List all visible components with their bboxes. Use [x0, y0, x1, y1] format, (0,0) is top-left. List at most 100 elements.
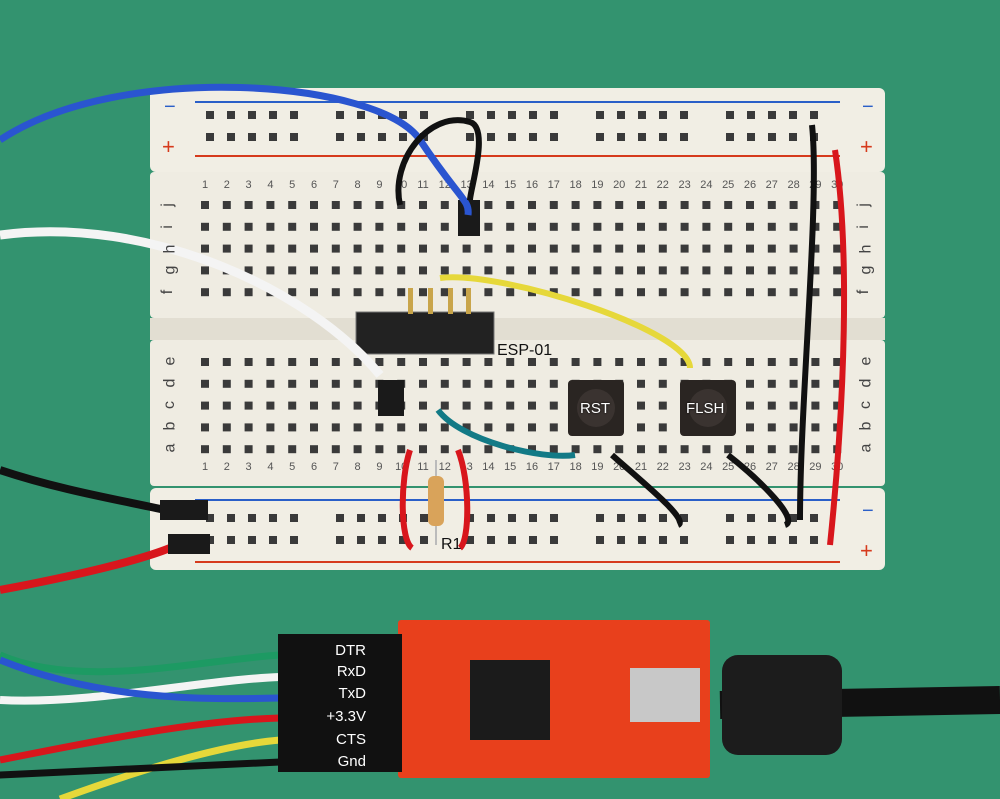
breadboard-hole	[767, 445, 776, 454]
column-number: 2	[224, 461, 230, 473]
breadboard-hole	[206, 514, 214, 522]
breadboard-hole	[680, 536, 688, 544]
breadboard-hole	[549, 201, 558, 209]
breadboard-hole	[331, 201, 340, 209]
breadboard-hole	[222, 379, 231, 388]
breadboard-hole	[615, 358, 624, 366]
breadboard-hole	[746, 358, 754, 366]
column-number: 23	[678, 179, 690, 191]
breadboard-hole	[506, 423, 515, 432]
bottom-power-rail	[150, 488, 885, 570]
breadboard-hole	[789, 423, 798, 432]
breadboard-hole	[637, 288, 645, 297]
breadboard-hole	[222, 244, 231, 253]
pin-rxd: RxD	[336, 663, 366, 680]
breadboard-hole	[397, 266, 406, 275]
pin-3v3: +3.3V	[326, 708, 366, 725]
breadboard-hole	[288, 401, 297, 410]
row-letter: f	[159, 289, 177, 295]
breadboard-hole	[484, 379, 493, 388]
ftdi-header	[278, 634, 402, 772]
breadboard-hole	[227, 111, 235, 119]
breadboard-hole	[571, 358, 580, 366]
breadboard-hole	[353, 423, 362, 432]
breadboard-hole	[789, 401, 798, 410]
breadboard-hole	[529, 111, 537, 119]
breadboard-hole	[462, 244, 471, 253]
breadboard-hole	[508, 514, 516, 522]
breadboard-hole	[227, 514, 235, 522]
breadboard-hole	[440, 244, 449, 253]
breadboard-hole	[726, 536, 734, 544]
breadboard-hole	[440, 379, 449, 388]
row-letter: i	[854, 225, 872, 229]
breadboard-hole	[550, 514, 558, 522]
column-number: 25	[722, 461, 734, 473]
breadboard-hole	[789, 358, 798, 366]
breadboard-hole	[397, 244, 406, 253]
breadboard-hole	[331, 266, 340, 275]
breadboard-hole	[440, 401, 449, 410]
breadboard-hole	[353, 358, 362, 366]
breadboard-hole	[680, 111, 688, 119]
breadboard-hole	[506, 379, 515, 388]
column-number: 5	[289, 461, 295, 473]
breadboard-hole	[353, 288, 362, 297]
breadboard-hole	[637, 244, 645, 253]
breadboard-hole	[529, 514, 537, 522]
breadboard-hole	[659, 514, 667, 522]
breadboard-hole	[549, 266, 558, 275]
breadboard-hole	[310, 358, 318, 366]
breadboard-hole	[789, 379, 798, 388]
column-number: 19	[591, 179, 603, 191]
breadboard-hole	[331, 401, 340, 410]
breadboard-hole	[375, 244, 384, 253]
breadboard-hole	[768, 514, 776, 522]
breadboard-hole	[528, 222, 536, 231]
breadboard-hole	[440, 445, 449, 454]
breadboard-hole	[658, 201, 667, 209]
breadboard-hole	[637, 201, 645, 209]
breadboard-hole	[375, 222, 384, 231]
column-number: 3	[246, 461, 252, 473]
column-number: 20	[613, 179, 625, 191]
breadboard-hole	[637, 401, 645, 410]
breadboard-hole	[768, 111, 776, 119]
breadboard-hole	[702, 288, 711, 297]
breadboard-hole	[724, 244, 733, 253]
breadboard-hole	[336, 111, 344, 119]
column-number: 18	[569, 179, 581, 191]
breadboard-hole	[466, 111, 474, 119]
breadboard-hole	[353, 445, 362, 454]
column-number: 17	[548, 461, 560, 473]
column-number: 8	[355, 179, 361, 191]
column-number: 7	[333, 179, 339, 191]
pin-dtr: DTR	[335, 642, 366, 659]
breadboard-hole	[440, 201, 449, 209]
column-number: 19	[591, 461, 603, 473]
breadboard-hole	[201, 401, 209, 410]
breadboard-hole	[508, 133, 516, 141]
breadboard-hole	[596, 111, 604, 119]
breadboard-hole	[331, 358, 340, 366]
breadboard-hole	[484, 445, 493, 454]
breadboard-hole	[288, 423, 297, 432]
breadboard-hole	[746, 423, 754, 432]
breadboard-hole	[702, 266, 711, 275]
resistor-label: R1	[441, 536, 462, 553]
breadboard-hole	[375, 266, 384, 275]
plus-label-bottom-right: +	[860, 538, 873, 563]
breadboard-hole	[375, 423, 384, 432]
breadboard-hole	[529, 536, 537, 544]
breadboard-hole	[789, 514, 797, 522]
breadboard-hole	[658, 401, 667, 410]
breadboard-hole	[310, 288, 318, 297]
minus-label-top-left: −	[164, 96, 176, 118]
breadboard-hole	[484, 288, 493, 297]
breadboard-hole	[571, 288, 580, 297]
column-number: 14	[482, 179, 494, 191]
breadboard-hole	[419, 423, 427, 432]
breadboard-hole	[767, 201, 776, 209]
breadboard-hole	[746, 379, 754, 388]
